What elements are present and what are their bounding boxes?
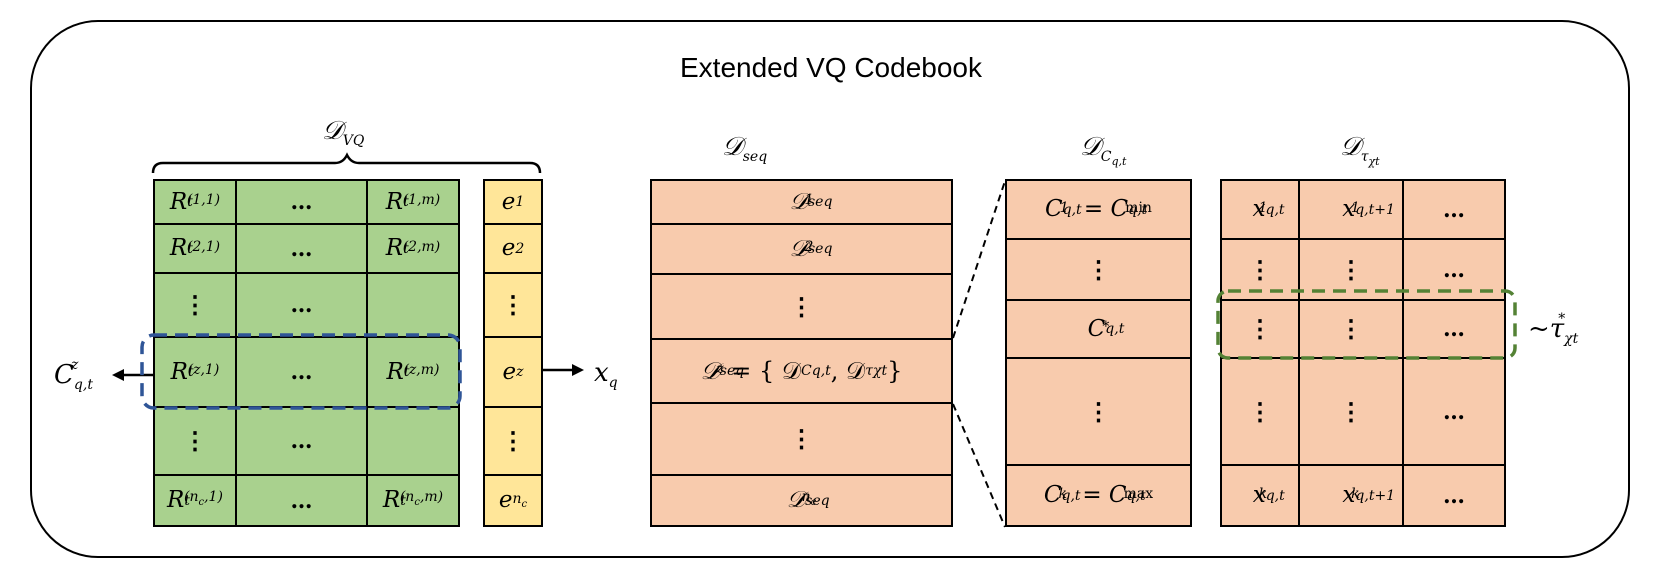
tau-cell: … [1402, 464, 1506, 527]
label-d-seq: 𝒟seq [722, 132, 768, 166]
tau-star-label: ~τχt* [1528, 311, 1579, 348]
diagram-title: Extended VQ Codebook [680, 52, 982, 83]
vq-cell: … [235, 272, 368, 338]
tau-cell: … [1402, 357, 1506, 466]
seq-row-vdots-2: ⋮ [650, 402, 953, 476]
vq-cell: ⋮ [153, 406, 237, 476]
vq-cell: ⋮ [153, 272, 237, 338]
codebook-frame [30, 20, 1630, 558]
e-cell: ⋮ [483, 272, 543, 338]
seq-row-vdots-1: ⋮ [650, 273, 953, 340]
vq-cell [366, 272, 460, 338]
e-cell: ⋮ [483, 406, 543, 476]
vq-cell: … [235, 223, 368, 274]
tau-cell: ⋮ [1220, 299, 1300, 359]
vq-cell [366, 406, 460, 476]
tau-cell: ⋮ [1298, 299, 1404, 359]
label-d-c: 𝒟Cq,t [1080, 132, 1127, 168]
label-d-vq: 𝒟VQ [322, 116, 365, 150]
c-row-vdots-1: ⋮ [1005, 238, 1192, 301]
tau-cell: … [1402, 238, 1506, 301]
vq-cell: … [235, 336, 368, 408]
tau-cell: … [1402, 179, 1506, 240]
x-q-output-label: xq [594, 358, 618, 392]
tau-cell: ⋮ [1220, 238, 1300, 301]
vq-cell: … [235, 474, 368, 527]
tau-cell: … [1402, 299, 1506, 359]
vq-cell: … [235, 179, 368, 225]
label-d-tau: 𝒟τχt [1340, 132, 1380, 168]
c-z-output-label: Cq,tz [54, 357, 93, 394]
c-row-vdots-2: ⋮ [1005, 357, 1192, 466]
tau-cell: ⋮ [1220, 357, 1300, 466]
vq-cell: … [235, 406, 368, 476]
tau-cell: ⋮ [1298, 238, 1404, 301]
tau-cell: ⋮ [1298, 357, 1404, 466]
